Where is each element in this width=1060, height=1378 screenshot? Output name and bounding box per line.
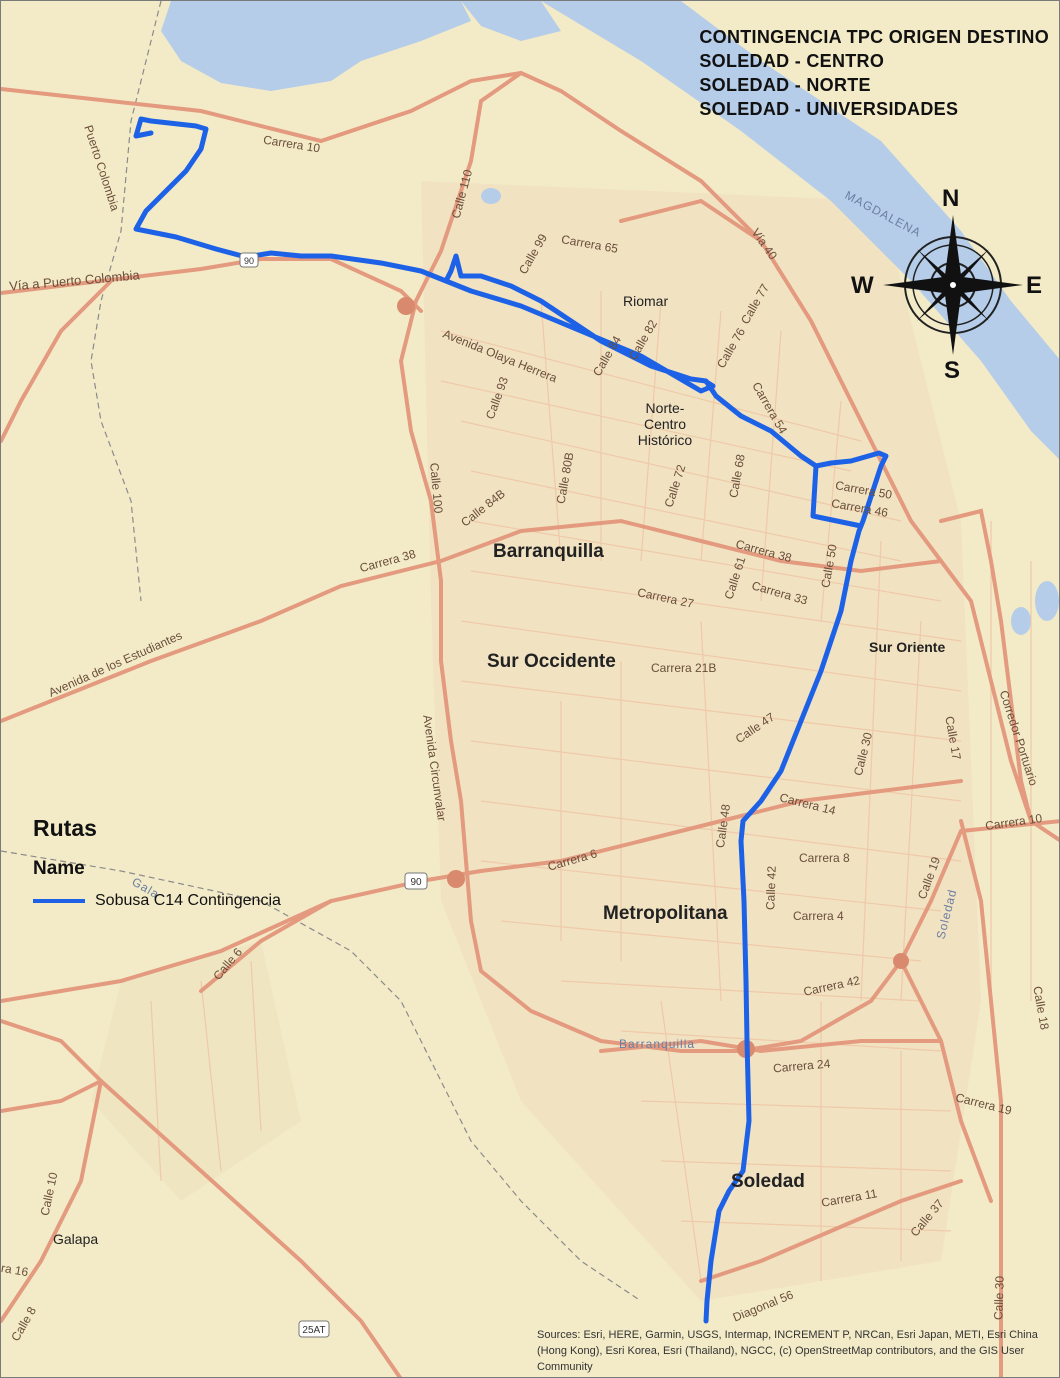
- map-title: CONTINGENCIA TPC ORIGEN DESTINO SOLEDAD …: [699, 25, 1049, 121]
- map-attribution: Sources: Esri, HERE, Garmin, USGS, Inter…: [537, 1329, 1038, 1373]
- compass-west: W: [851, 272, 874, 299]
- legend: Rutas Name Sobusa C14 Contingencia: [33, 815, 281, 910]
- compass-east: E: [1026, 272, 1043, 299]
- title-line-3: SOLEDAD - NORTE: [699, 75, 871, 95]
- street-carrera-21b: Carrera 21B: [651, 661, 717, 675]
- legend-title: Rutas: [33, 815, 97, 841]
- minor-roads: [150, 291, 1032, 1282]
- title-line-4: SOLEDAD - UNIVERSIDADES: [699, 99, 959, 119]
- highway-shield-90-nw: 90: [239, 252, 259, 268]
- legend-swatch-route: [33, 899, 85, 903]
- svg-text:90: 90: [410, 877, 422, 888]
- street-calle-30-s: Calle 30: [991, 1275, 1007, 1321]
- place-soledad: Soledad: [731, 1171, 805, 1192]
- compass-south: S: [944, 357, 961, 384]
- street-barranquilla-road: Barranquilla: [619, 1037, 696, 1051]
- highway-shield-90: 90: [404, 872, 428, 890]
- street-carrera-4: Carrera 4: [793, 909, 844, 923]
- place-riomar: Riomar: [623, 293, 669, 309]
- place-metropolitana: Metropolitana: [603, 903, 728, 924]
- title-line-1: CONTINGENCIA TPC ORIGEN DESTINO: [699, 27, 1049, 47]
- place-sur-occidente: Sur Occidente: [487, 651, 616, 672]
- legend-item-label: Sobusa C14 Contingencia: [95, 892, 281, 909]
- legend-field-name: Name: [33, 858, 85, 879]
- street-calle-42: Calle 42: [763, 865, 779, 911]
- major-roads: [1, 70, 1059, 1377]
- street-carrera-8: Carrera 8: [799, 851, 850, 865]
- highway-shield-25at: 25AT: [298, 1320, 330, 1338]
- place-sur-oriente: Sur Oriente: [869, 639, 946, 655]
- interchanges: [397, 297, 909, 1058]
- place-barranquilla: Barranquilla: [493, 541, 604, 562]
- water-bodies: [161, 1, 1059, 635]
- route-sobusa-c14[interactable]: [133, 116, 889, 1324]
- place-norte-centro: Norte-Centro Histórico: [637, 400, 693, 448]
- svg-text:90: 90: [244, 256, 254, 266]
- title-line-2: SOLEDAD - CENTRO: [699, 51, 885, 71]
- urban-texture-west: [91, 941, 301, 1201]
- compass-north: N: [942, 185, 960, 212]
- compass-rose: [883, 215, 1023, 355]
- place-galapa: Galapa: [53, 1231, 99, 1247]
- legend-item-route[interactable]: Sobusa C14 Contingencia: [33, 892, 281, 910]
- boundary-lines: [1, 1, 642, 1302]
- svg-text:25AT: 25AT: [302, 1325, 325, 1336]
